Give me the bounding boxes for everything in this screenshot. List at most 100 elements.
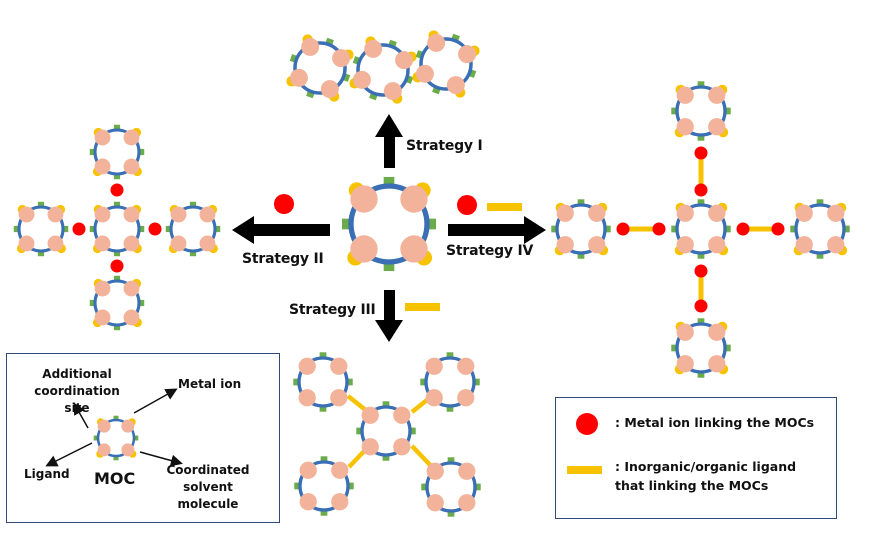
metal-ion (588, 204, 606, 222)
moc-cage (671, 81, 731, 141)
coordination-site (421, 483, 429, 491)
metal-ion (298, 389, 316, 407)
coordination-site (138, 225, 145, 233)
coordination-site (113, 124, 121, 131)
metal-ion (676, 86, 694, 104)
strategy-iii-label: Strategy III (289, 302, 376, 318)
metal-ion (383, 82, 402, 101)
metal-ion (331, 461, 349, 479)
ligand-ring (424, 356, 476, 408)
metal-ion (123, 206, 140, 223)
metal-ion (47, 206, 64, 223)
solvent-label: Coordinated solvent molecule (140, 462, 276, 513)
metal-ion (795, 204, 813, 222)
metal-ion (393, 438, 411, 456)
coordination-site (113, 324, 121, 331)
coordination-site (697, 133, 705, 141)
coordination-site (62, 225, 69, 233)
coordination-site (551, 225, 559, 233)
linking-metal-ion (694, 183, 708, 197)
metal-ion (18, 235, 35, 252)
coordination-site (341, 218, 353, 230)
ligand-ring (298, 460, 350, 512)
coordination-site (113, 201, 121, 208)
linking-metal-ion (110, 259, 124, 273)
moc-cage (349, 36, 417, 104)
coordination-site (577, 251, 585, 259)
metal-ion (199, 206, 216, 223)
metal-ion (457, 357, 475, 375)
ligand-ring (93, 205, 141, 253)
strategy-ii-arrow (232, 216, 330, 244)
moc-cage (165, 201, 221, 257)
strategy-ii-label: Strategy II (242, 251, 324, 267)
coordination-site (356, 427, 364, 435)
strategy-iii-ligand-icon (405, 303, 440, 311)
metal-ion (458, 494, 476, 512)
ligand-ring (356, 43, 410, 97)
coordination-site (37, 201, 45, 208)
pointer-solvent (139, 451, 183, 467)
metal-ion (97, 443, 111, 457)
coordination-site (113, 250, 121, 257)
coordination-site (723, 344, 731, 352)
ligand-ring (675, 203, 727, 255)
metal-ion (676, 355, 694, 373)
coordination-site (165, 225, 172, 233)
coordination-site (723, 107, 731, 115)
linking-metal-ion (110, 183, 124, 197)
coordination-site (697, 81, 705, 89)
additional-site-line2: coordination site (34, 384, 120, 415)
metal-ion (301, 37, 320, 56)
ligand-ring (348, 183, 430, 265)
coordination-site (446, 352, 454, 360)
coordination-site (346, 482, 354, 490)
coordination-site (319, 404, 327, 412)
metal-ion (676, 323, 694, 341)
coordination-site (383, 176, 395, 188)
coordination-site (671, 107, 679, 115)
ligand-ring (675, 322, 727, 374)
metal-ion (123, 235, 140, 252)
moc-cage (13, 201, 69, 257)
coordination-site (425, 218, 437, 230)
metal-ion (458, 462, 476, 480)
metal-ion (556, 236, 574, 254)
metal-ion (97, 419, 111, 433)
coordination-site (93, 435, 99, 441)
coordination-site (189, 201, 197, 208)
coordination-site (842, 225, 850, 233)
coordination-site (320, 508, 328, 516)
metal-ion (425, 389, 443, 407)
coordination-site (447, 509, 455, 517)
coordination-site (671, 344, 679, 352)
metal-ion (352, 70, 371, 89)
coordination-site (294, 482, 302, 490)
moc-cage (671, 318, 731, 378)
links-layer (72, 146, 785, 469)
linking-ligand (410, 444, 434, 469)
metal-ion (400, 235, 428, 263)
coordination-site (138, 148, 145, 156)
coordination-site (293, 378, 301, 386)
moc-cage (551, 199, 611, 259)
metal-ion (676, 204, 694, 222)
ligand-ring (360, 405, 412, 457)
ligand-ring (675, 85, 727, 137)
additional-site-label: Additional coordination site (22, 366, 132, 417)
metal-ion (708, 204, 726, 222)
coordination-site (37, 250, 45, 257)
coordination-site (447, 457, 455, 465)
coordination-site (603, 225, 611, 233)
metal-ion (827, 236, 845, 254)
ligand-ring (555, 203, 607, 255)
pointer-ligand (45, 442, 93, 467)
legend-item-metal-text: : Metal ion linking the MOCs (615, 415, 815, 430)
moc-cage (293, 352, 353, 412)
metal-ion (364, 39, 383, 58)
metal-ion (94, 280, 111, 297)
metal-ion (458, 45, 477, 64)
metal-ion (795, 236, 813, 254)
coordination-site (697, 199, 705, 207)
